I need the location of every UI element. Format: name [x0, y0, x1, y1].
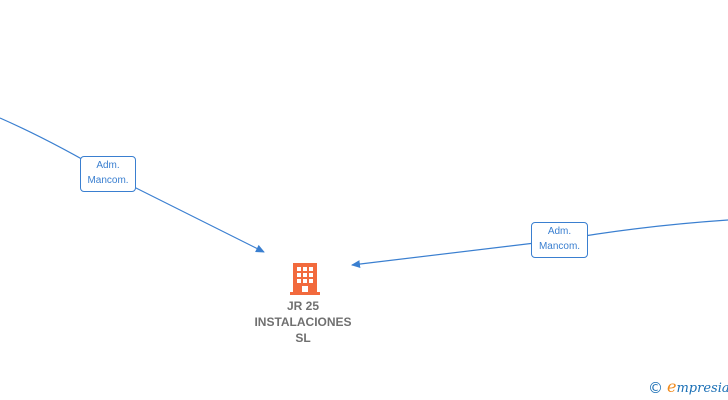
company-name-line-2: INSTALACIONES: [254, 315, 352, 329]
building-icon[interactable]: [290, 261, 320, 295]
copyright-icon: ©: [648, 379, 663, 397]
edge-label-left-line-2: Mancom.: [87, 175, 129, 186]
brand-logo[interactable]: empresia: [667, 378, 728, 398]
edge-label-right-line-1: Adm.: [547, 226, 572, 237]
company-name-line-1: JR 25: [286, 299, 320, 313]
edge-label-right[interactable]: Adm. Mancom.: [531, 222, 588, 258]
brand-footer: © empresia: [648, 378, 728, 398]
brand-logo-initial: e: [667, 377, 677, 396]
edge-label-left-line-1: Adm.: [96, 160, 120, 171]
company-name[interactable]: JR 25 INSTALACIONES SL: [232, 298, 374, 346]
brand-logo-text: mpresia: [676, 381, 728, 396]
company-name-line-3: SL: [295, 331, 311, 345]
edge-label-left[interactable]: Adm. Mancom.: [80, 156, 136, 192]
edge-label-right-line-2: Mancom.: [538, 241, 581, 252]
